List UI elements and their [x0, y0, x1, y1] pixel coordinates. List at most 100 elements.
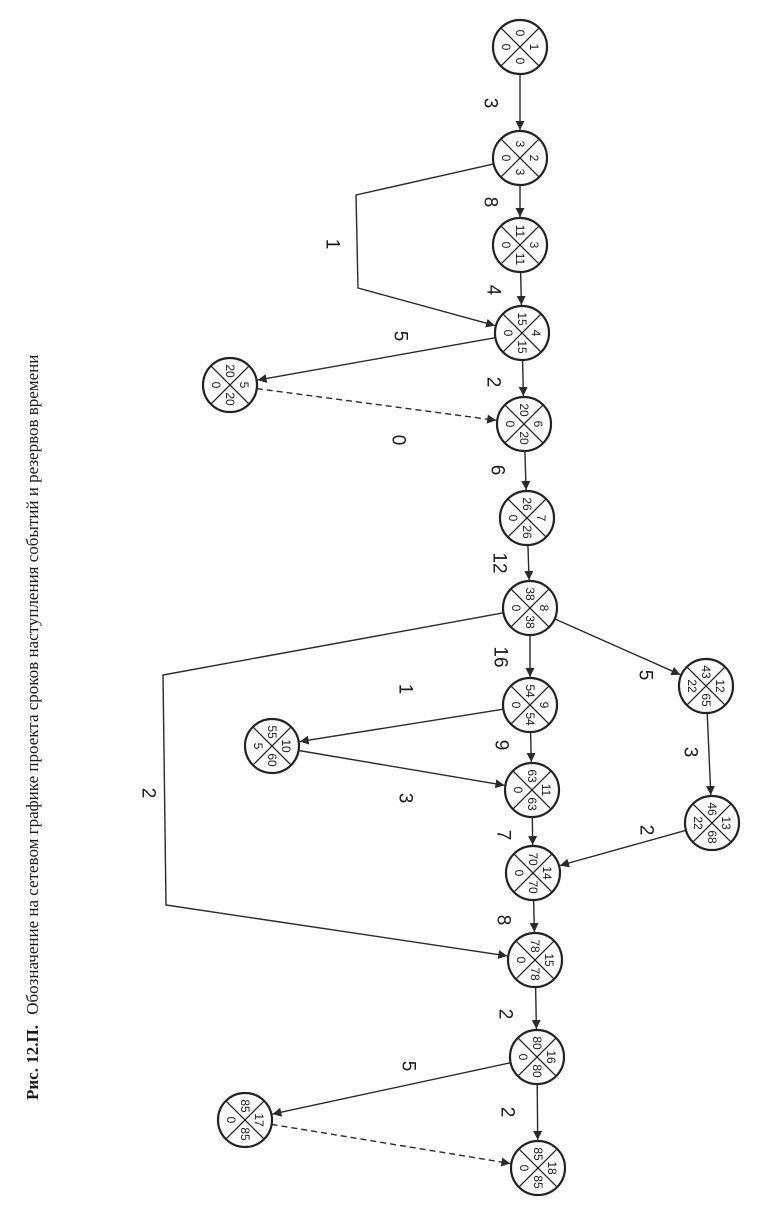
edge-10-11 [298, 749, 505, 789]
edge-15-16 [531, 986, 541, 1030]
node-late-time: 38 [523, 615, 537, 629]
edge-3-4 [516, 271, 526, 306]
edge-duration-label: 12 [489, 552, 510, 573]
node-divider [686, 666, 726, 706]
node-number: 11 [539, 784, 553, 797]
node-early-time: 43 [699, 665, 713, 679]
edge-duration-label: 9 [491, 740, 512, 751]
node-number: 4 [529, 330, 543, 337]
node-reserve: 0 [509, 702, 523, 709]
node-reserve: 22 [691, 816, 705, 830]
node-number: 17 [252, 1113, 266, 1127]
edge-duration-label: 1 [395, 684, 416, 695]
node-early-time: 85 [531, 1147, 545, 1161]
node-early-time: 3 [513, 141, 527, 148]
edge-duration-label: 4 [483, 285, 504, 296]
edge-17-18-dummy [271, 1123, 511, 1167]
node-reserve: 0 [511, 787, 525, 794]
node-early-time: 55 [265, 725, 279, 739]
node-early-time: 0 [513, 30, 527, 37]
node-reserve: 0 [499, 155, 513, 162]
edge-duration-label: 0 [388, 435, 409, 446]
node-divider [502, 313, 542, 353]
edge-duration-label: 2 [497, 1107, 518, 1118]
node-reserve: 0 [512, 870, 526, 877]
edge-duration-label: 3 [395, 793, 416, 804]
edge-4-6 [518, 359, 528, 397]
node-early-time: 15 [515, 312, 529, 326]
node-late-time: 3 [513, 169, 527, 176]
node-late-time: 0 [513, 58, 527, 65]
edge-duration-label: 2 [483, 377, 504, 388]
node-reserve: 0 [514, 957, 528, 964]
edge-duration-label: 16 [490, 646, 511, 667]
node-number: 7 [534, 515, 548, 522]
node-early-time: 20 [517, 403, 531, 417]
event-node-2: 23 30 [491, 129, 549, 187]
figure-caption: Рис. 12.П. Обозначение на сетевом график… [23, 355, 42, 1100]
node-number: 2 [527, 155, 541, 162]
node-number: 6 [531, 421, 545, 428]
node-reserve: 5 [251, 743, 265, 750]
edge-duration-label: 3 [680, 747, 701, 758]
node-reserve: 0 [503, 421, 517, 428]
node-reserve: 0 [499, 44, 513, 51]
node-number: 16 [544, 1050, 558, 1064]
edge-6-7 [521, 450, 531, 491]
node-number: 9 [537, 702, 551, 709]
node-reserve: 0 [209, 382, 223, 389]
node-divider [500, 225, 540, 265]
figure-title: Обозначение на сетевом графике проекта с… [23, 355, 42, 1015]
node-early-time: 26 [520, 497, 534, 511]
node-early-time: 78 [528, 939, 542, 953]
node-late-time: 60 [265, 753, 279, 767]
node-number: 14 [540, 866, 554, 880]
edge-duration-label: 8 [493, 915, 514, 926]
node-late-time: 78 [528, 967, 542, 981]
node-number: 1 [527, 44, 541, 51]
figure-caption-text: Рис. 12.П. Обозначение на сетевом график… [23, 355, 42, 1100]
node-late-time: 20 [223, 392, 237, 406]
node-early-time: 63 [525, 769, 539, 783]
edge-duration-label: 6 [487, 465, 508, 476]
node-early-time: 54 [523, 684, 537, 698]
node-divider [225, 1100, 265, 1140]
edge-7-8 [524, 544, 534, 581]
node-late-time: 80 [530, 1064, 544, 1078]
edge-duration-label: 2 [138, 788, 159, 799]
node-divider [512, 770, 552, 810]
node-divider [510, 685, 550, 725]
node-number: 12 [713, 679, 727, 693]
edge-2-4 [355, 163, 496, 328]
node-divider [504, 404, 544, 444]
node-reserve: 0 [517, 1165, 531, 1172]
figure-number: Рис. 12.П. [23, 1025, 42, 1100]
node-early-time: 46 [705, 802, 719, 816]
node-number: 8 [537, 605, 551, 612]
edge-13-14 [559, 829, 687, 868]
node-reserve: 0 [499, 242, 513, 249]
node-late-time: 70 [526, 880, 540, 894]
edge-duration-label: 2 [495, 1009, 516, 1020]
node-divider [507, 498, 547, 538]
node-late-time: 26 [520, 525, 534, 539]
node-late-time: 11 [513, 253, 527, 266]
edge-duration-label: 2 [636, 825, 657, 836]
node-divider [515, 940, 555, 980]
edge-duration-label: 5 [390, 331, 411, 342]
node-divider [692, 803, 732, 843]
node-late-time: 85 [238, 1127, 252, 1141]
